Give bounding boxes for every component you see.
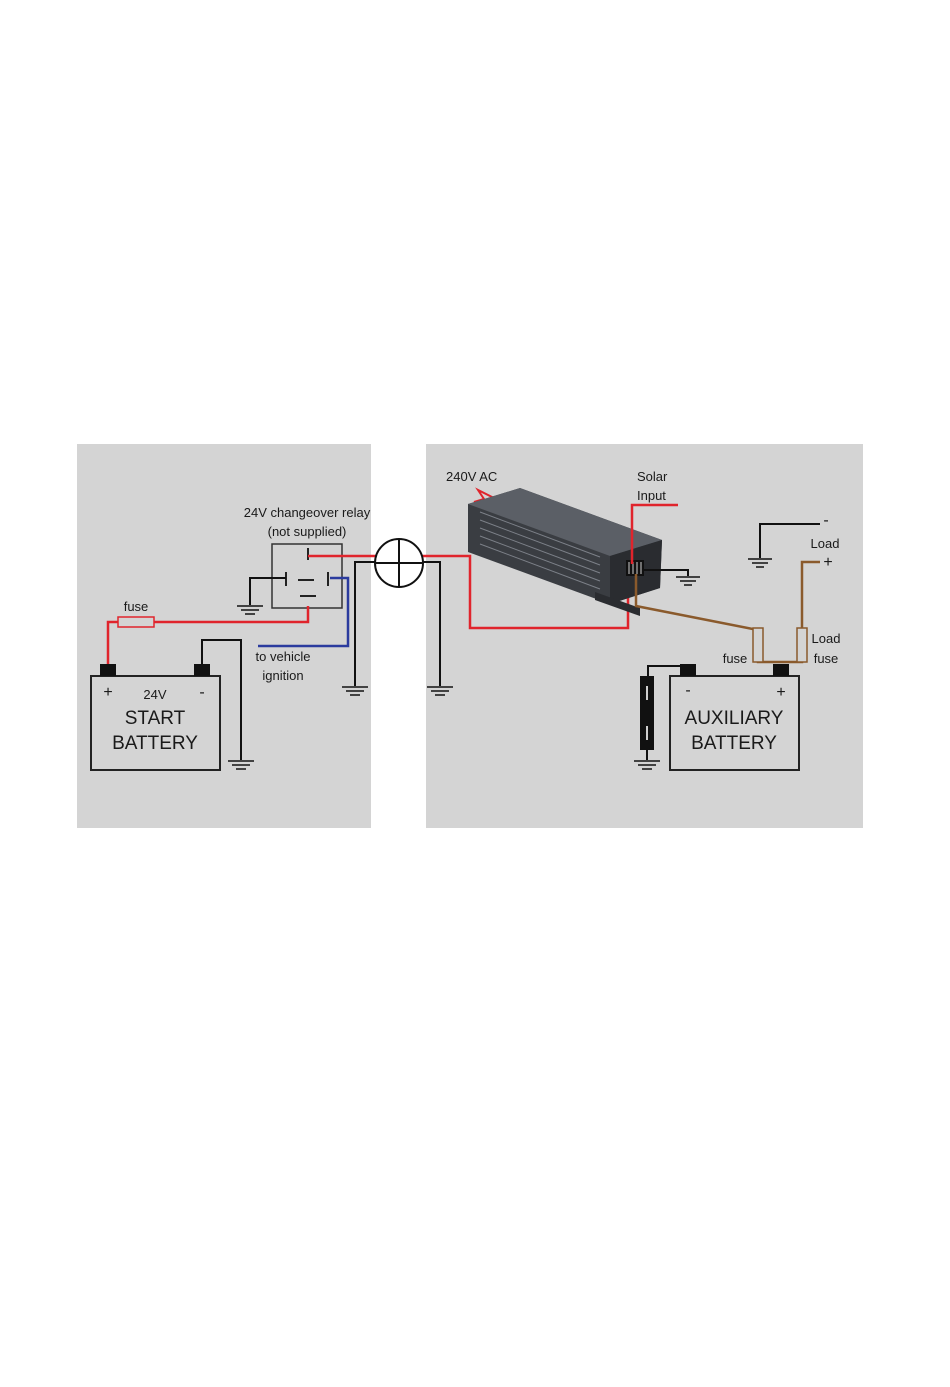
- ac-input-label: 240V AC: [446, 469, 497, 484]
- load-minus: -: [823, 512, 828, 529]
- aux-fuse-label: fuse: [723, 651, 748, 666]
- solar-input-label-line2: Input: [637, 488, 666, 503]
- load-fuse-label-line2: fuse: [814, 651, 839, 666]
- start-battery-name-line2: BATTERY: [112, 733, 198, 754]
- aux-battery-minus: -: [685, 682, 690, 699]
- load-fuse-label-line1: Load: [812, 631, 841, 646]
- aux-fuse: [753, 628, 763, 662]
- relay-title-line1: 24V changeover relay: [244, 505, 371, 520]
- start-battery-minus: -: [199, 684, 204, 701]
- aux-battery-negative-terminal: [680, 664, 696, 676]
- start-battery-negative-terminal: [194, 664, 210, 676]
- wire-junction-icon: [375, 539, 423, 587]
- aux-battery-name-line1: AUXILIARY: [685, 708, 784, 729]
- start-battery-name-line1: START: [125, 708, 186, 729]
- aux-battery-name-line2: BATTERY: [691, 733, 777, 754]
- relay-title-line2: (not supplied): [268, 524, 347, 539]
- ignition-label-line1: to vehicle: [256, 649, 311, 664]
- start-battery-voltage: 24V: [143, 687, 166, 702]
- aux-battery-positive-terminal: [773, 664, 789, 676]
- start-fuse-label: fuse: [124, 599, 149, 614]
- start-battery-positive-terminal: [100, 664, 116, 676]
- aux-battery-plus: +: [776, 684, 785, 701]
- ignition-label-line2: ignition: [262, 668, 303, 683]
- load-label: Load: [811, 536, 840, 551]
- start-battery-plus: +: [103, 684, 112, 701]
- load-fuse: [797, 628, 807, 662]
- load-plus: +: [823, 554, 832, 571]
- solar-input-label-line1: Solar: [637, 469, 668, 484]
